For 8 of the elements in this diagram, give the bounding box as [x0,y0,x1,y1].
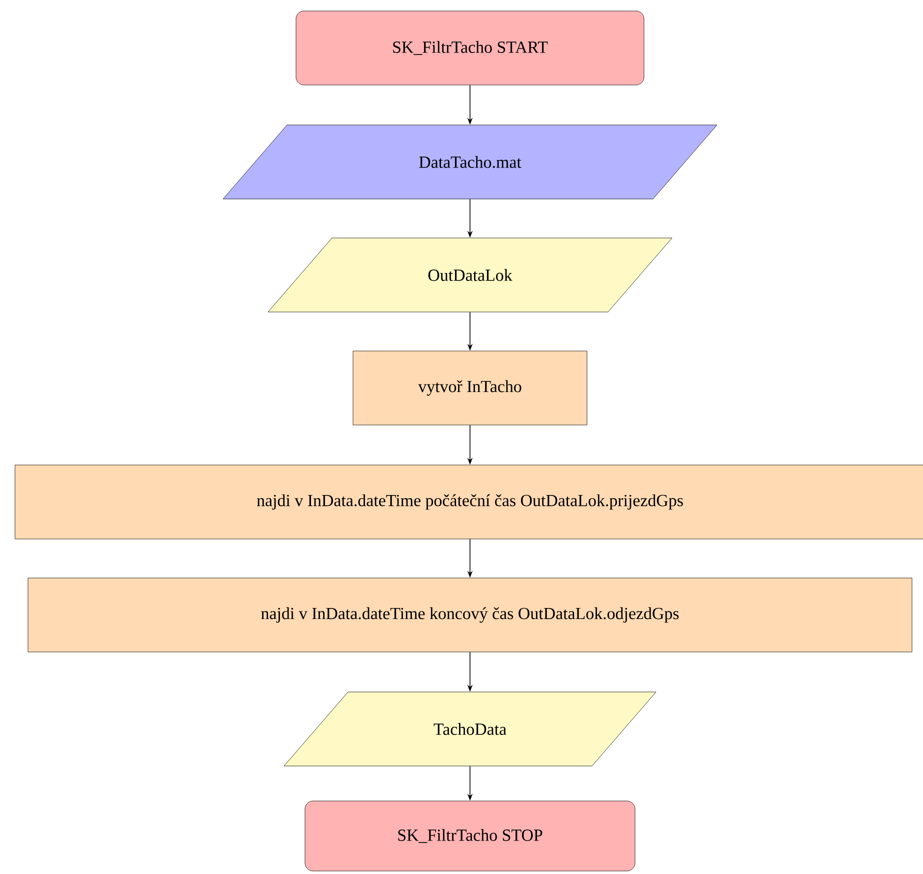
terminal-box: SK_FiltrTacho STOP [304,800,636,872]
process-box: najdi v InData.dateTime koncový čas OutDataLok.odjezdGps [28,578,912,652]
data-parallelogram: OutDataLok [268,238,672,312]
terminal-box: SK_FiltrTacho START [296,10,644,86]
data-parallelogram: DataTacho.mat [222,124,718,200]
process-box: najdi v InData.dateTime počáteční čas OutDataLok.prijezdGps [14,464,923,540]
process-box: vytvoř InTacho [352,350,588,426]
data-parallelogram: TachoData [284,692,656,766]
